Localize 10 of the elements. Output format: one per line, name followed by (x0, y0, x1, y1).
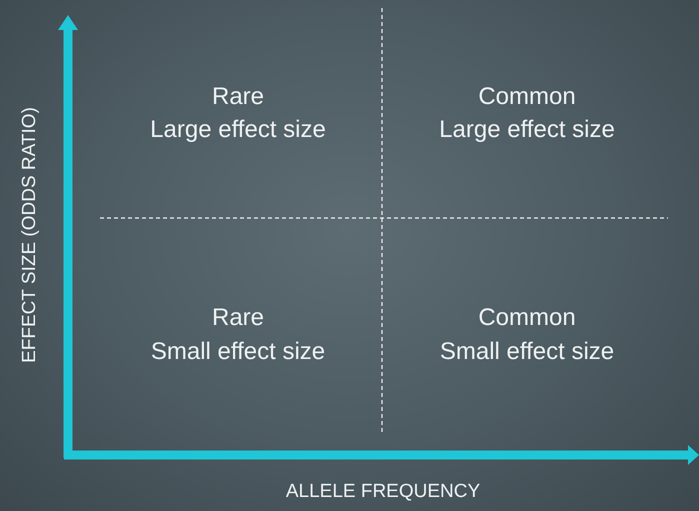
quadrant-label: Common (478, 83, 576, 111)
axis-title: ALLELE FREQUENCY (286, 481, 480, 503)
quadrant-label: Large effect size (150, 116, 326, 144)
quadrant-label: Rare (212, 304, 264, 332)
quadrant-label: Rare (212, 83, 264, 111)
quadrant-label: Small effect size (150, 338, 326, 366)
quadrant-label: Small effect size (440, 338, 614, 366)
axis-title: EFFECT SIZE (ODDS RATIO) (19, 107, 41, 363)
quadrant-label: Large effect size (439, 116, 615, 144)
quadrant-label: Common (478, 304, 576, 332)
